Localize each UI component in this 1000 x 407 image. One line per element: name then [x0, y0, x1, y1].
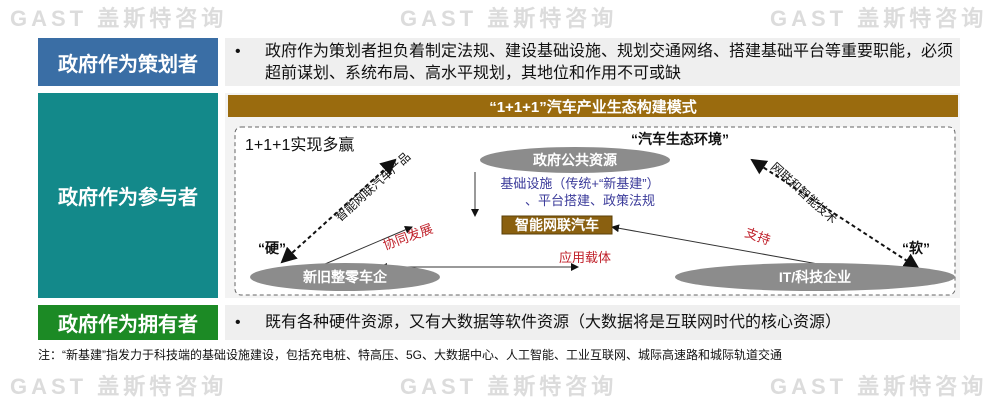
bullet: • [235, 43, 241, 60]
participant-label: 政府作为参与者 [38, 93, 218, 298]
arrow-left-to-center [317, 226, 413, 268]
dashed-arrow-left [280, 158, 397, 264]
right-node-label: IT/科技企业 [779, 269, 851, 285]
node-top-ellipse [480, 147, 670, 173]
watermark: GAST 盖斯特咨询 [10, 6, 228, 31]
corner-text: 1+1+1实现多赢 [245, 136, 354, 154]
left-node-label: 新旧整零车企 [303, 269, 388, 285]
node-right-ellipse [675, 263, 955, 291]
planner-content: • 政府作为策划者担负着制定法规、建设基础设施、规划交通网络、搭建基础平台等重要… [225, 38, 960, 86]
owner-text: 既有各种硬件资源，又有大数据等软件资源（大数据将是互联网时代的核心资源） [265, 314, 842, 331]
top-node-label: 政府公共资源 [533, 152, 617, 168]
watermark: GAST 盖斯特咨询 [770, 6, 988, 31]
planner-text: 政府作为策划者担负着制定法规、建设基础设施、规划交通网络、搭建基础平台等重要职能… [265, 43, 954, 82]
center-node-box [501, 215, 613, 235]
center-node-label: 智能网联汽车 [514, 217, 599, 233]
carrier-label: 应用载体 [559, 250, 611, 265]
owner-content: • 既有各种硬件资源，又有大数据等软件资源（大数据将是互联网时代的核心资源） [225, 305, 960, 340]
infra-text-1: 基础设施（传统+“新基建”） [500, 176, 659, 191]
ecosystem-label: “汽车生态环境” [631, 131, 729, 147]
watermark: GAST 盖斯特咨询 [10, 374, 228, 399]
watermark: GAST 盖斯特咨询 [400, 6, 618, 31]
owner-label: 政府作为拥有者 [38, 305, 218, 340]
bullet: • [235, 314, 241, 331]
dashed-arrow-right [750, 158, 920, 270]
footnote: 注：“新基建”指发力于科技端的基础设施建设，包括充电桩、特高压、5G、大数据中心… [38, 348, 783, 362]
node-left-ellipse [250, 263, 440, 291]
model-title-bar: “1+1+1”汽车产业生态构建模式 [228, 95, 958, 117]
watermark: GAST 盖斯特咨询 [770, 374, 988, 399]
soft-label: “软” [902, 240, 930, 256]
hard-label: “硬” [258, 240, 286, 256]
planner-label: 政府作为策划者 [38, 38, 218, 86]
watermark: GAST 盖斯特咨询 [400, 374, 618, 399]
arrow-right-to-center [611, 224, 819, 265]
infra-text-2: 、平台搭建、政策法规 [525, 193, 655, 208]
